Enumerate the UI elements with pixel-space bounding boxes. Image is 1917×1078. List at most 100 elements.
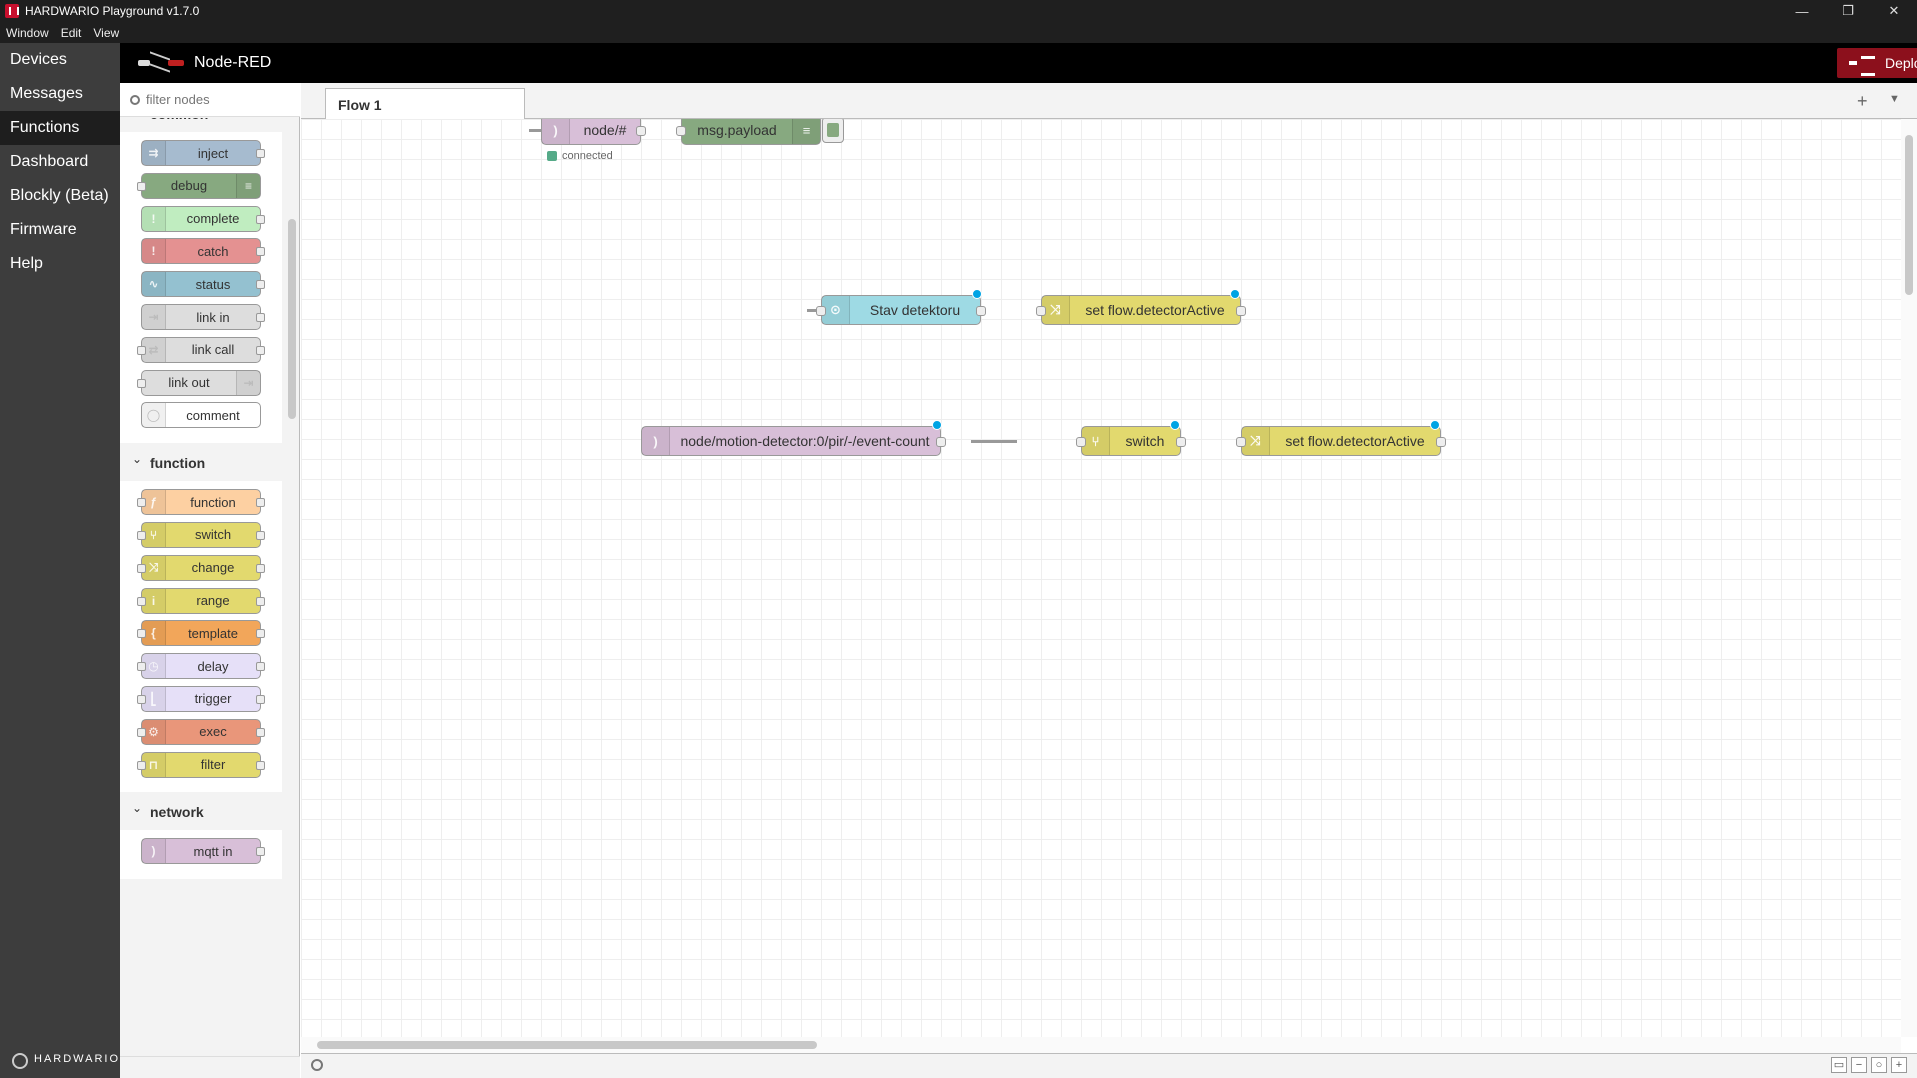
palette-node-icon: ⑂ (142, 522, 166, 547)
nav-messages[interactable]: Messages (10, 85, 83, 102)
palette-node-label: function (190, 494, 236, 510)
input-port[interactable] (1236, 437, 1246, 447)
output-port (256, 247, 265, 257)
tab-flow-1[interactable]: Flow 1 (325, 88, 525, 120)
deploy-button[interactable]: Deploy ▼ (1837, 48, 1917, 78)
canvas-vertical-scrollbar[interactable] (1901, 119, 1917, 1037)
navigator-icon[interactable]: ▭ (1831, 1057, 1847, 1073)
horizontal-scroll-thumb[interactable] (317, 1041, 817, 1049)
status-dot (547, 151, 557, 161)
palette-node-icon: ) (142, 839, 166, 864)
output-port[interactable] (636, 126, 646, 136)
palette-node-icon: ⤨ (142, 555, 166, 580)
palette-node-label: switch (194, 527, 232, 543)
palette-node-comment[interactable]: ◯comment (141, 402, 261, 429)
palette-scrollbar[interactable] (284, 201, 298, 1078)
nav-devices[interactable]: Devices (10, 51, 67, 68)
nav-dashboard[interactable]: Dashboard (10, 153, 89, 170)
palette-node-link-out[interactable]: link out⇥ (137, 369, 261, 396)
palette-node-status[interactable]: ∿status (141, 271, 265, 298)
flow-node-mqtt-motion[interactable]: ) node/motion-detector:0/pir/-/event-cou… (641, 420, 946, 456)
palette-node-mqtt-in[interactable]: ) mqtt in (141, 838, 265, 865)
restore-button[interactable]: ❐ (1842, 3, 1854, 18)
input-port[interactable] (676, 126, 686, 136)
input-port[interactable] (1076, 437, 1086, 447)
zoom-out-icon[interactable]: − (1851, 1057, 1867, 1073)
node-status: connected (547, 150, 613, 162)
nav-blockly[interactable]: Blockly (Beta) (10, 187, 109, 204)
palette-search (120, 83, 300, 117)
window-title: HARDWARIO Playground v1.7.0 (25, 4, 200, 18)
flow-node-switch[interactable]: ⑂ switch (1076, 420, 1186, 456)
minimize-button[interactable]: — (1795, 3, 1809, 19)
palette-node-icon: ◷ (142, 654, 166, 679)
flow-node-stav-detektoru[interactable]: ⊙ Stav detektoru (816, 289, 986, 325)
palette-node-switch[interactable]: ⑂ switch (137, 521, 265, 548)
nodered-header: Node-RED Deploy ▼ (120, 43, 1917, 83)
changed-indicator (1170, 420, 1180, 430)
output-port[interactable] (936, 437, 946, 447)
tab-list-chevron-down-icon[interactable]: ▼ (1889, 93, 1900, 105)
menu-window[interactable]: Window (6, 25, 49, 40)
debug-toggle-button[interactable] (822, 119, 844, 143)
output-port (256, 345, 265, 355)
menu-edit[interactable]: Edit (60, 25, 82, 40)
input-port (137, 498, 146, 508)
output-port[interactable] (976, 306, 986, 316)
output-port[interactable] (1436, 437, 1446, 447)
palette-node-label: delay (197, 658, 229, 674)
flow-node-change-2[interactable]: ⤨ set flow.detectorActive (1236, 420, 1446, 456)
shuffle-icon: ⤨ (1242, 427, 1270, 455)
flow-node-mqtt-in[interactable]: ) node/# (541, 119, 646, 145)
palette-node-label: mqtt in (193, 843, 233, 859)
palette-node-trigger[interactable]: ⎣trigger (137, 685, 265, 712)
nav-help[interactable]: Help (10, 255, 43, 272)
search-flows-icon[interactable] (311, 1059, 323, 1071)
wire[interactable] (971, 440, 1017, 443)
add-flow-icon[interactable]: + (1857, 91, 1868, 111)
flow-canvas[interactable]: ) node/# connected msg.payload ≡ ⊙ Stav … (301, 119, 1901, 1037)
nav-functions[interactable]: Functions (0, 111, 120, 145)
input-port (137, 596, 146, 606)
palette-node-inject[interactable]: ⇉inject (141, 140, 265, 166)
output-port[interactable] (1236, 306, 1246, 316)
flow-node-debug[interactable]: msg.payload ≡ (676, 119, 821, 145)
palette-category-network[interactable]: network (120, 790, 282, 831)
palette-category-function[interactable]: function (120, 441, 282, 482)
output-port (256, 662, 265, 672)
palette-filter-input[interactable] (146, 92, 286, 107)
palette-scroll-thumb[interactable] (288, 219, 296, 419)
vertical-scroll-thumb[interactable] (1905, 135, 1913, 295)
close-button[interactable]: ✕ (1888, 3, 1900, 18)
palette-node-exec[interactable]: ⚙exec (137, 718, 265, 745)
zoom-controls: ▭ − ○ + (1831, 1057, 1907, 1073)
changed-indicator (1430, 420, 1440, 430)
zoom-in-icon[interactable]: + (1891, 1057, 1907, 1073)
palette-node-link-in[interactable]: ⇥link in (141, 304, 265, 330)
flow-node-change-1[interactable]: ⤨ set flow.detectorActive (1036, 289, 1246, 325)
output-port (256, 498, 265, 508)
nav-firmware[interactable]: Firmware (10, 221, 77, 238)
palette-node-complete[interactable]: !complete (141, 205, 265, 232)
palette-node-catch[interactable]: !catch (141, 238, 265, 265)
input-port (137, 727, 146, 737)
palette-node-icon: { (142, 621, 166, 646)
palette-node-filter[interactable]: ⊓filter (137, 751, 265, 778)
canvas-horizontal-scrollbar[interactable] (301, 1037, 1901, 1053)
output-port[interactable] (1176, 437, 1186, 447)
output-port (256, 847, 265, 857)
menu-view[interactable]: View (93, 25, 120, 40)
palette-category-common[interactable]: common (120, 118, 282, 132)
palette-node-delay[interactable]: ◷ delay (137, 653, 265, 680)
zoom-reset-icon[interactable]: ○ (1871, 1057, 1887, 1073)
palette-node-change[interactable]: ⤨change (137, 554, 265, 581)
input-port (137, 694, 146, 704)
list-icon: ≡ (792, 119, 820, 144)
input-port[interactable] (816, 306, 826, 316)
palette-node-debug[interactable]: debug≡ (137, 172, 261, 199)
input-port[interactable] (1036, 306, 1046, 316)
palette-node-link-call[interactable]: ⇄link call (137, 336, 265, 363)
palette-node-template[interactable]: {template (137, 620, 265, 647)
